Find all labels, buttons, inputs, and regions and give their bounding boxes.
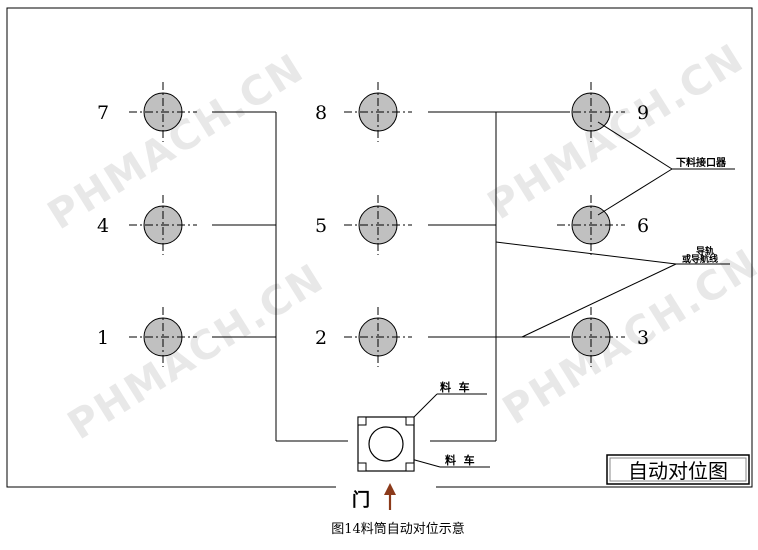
position-number-9: 9 bbox=[637, 102, 649, 124]
position-number-2: 2 bbox=[315, 327, 327, 349]
position-number-6: 6 bbox=[637, 215, 649, 237]
cart-corner-tl bbox=[357, 416, 367, 426]
position-number-8: 8 bbox=[315, 102, 327, 124]
cart-corner-tr bbox=[405, 416, 415, 426]
position-1 bbox=[129, 307, 197, 367]
figure-title-box bbox=[606, 454, 750, 485]
position-8 bbox=[344, 82, 412, 142]
cart-label-top: 料 车 bbox=[440, 380, 470, 394]
position-circles bbox=[129, 82, 625, 367]
position-5 bbox=[344, 195, 412, 255]
cart-corner-br bbox=[405, 462, 415, 472]
position-number-5: 5 bbox=[315, 215, 327, 237]
guide-rail-label-2: 或导航线 bbox=[682, 253, 718, 265]
figure-title-box-inner bbox=[609, 457, 747, 482]
position-number-3: 3 bbox=[637, 327, 649, 349]
position-numbers: 7 8 9 4 5 6 1 2 3 bbox=[97, 102, 649, 349]
door-label: 门 bbox=[352, 489, 370, 511]
figure-caption: 图14料筒自动对位示意 bbox=[331, 521, 465, 537]
position-7 bbox=[129, 82, 197, 142]
entry-arrow-head bbox=[384, 483, 396, 495]
leader-cart-top bbox=[413, 393, 438, 418]
cart-corner-bl bbox=[357, 462, 367, 472]
connection-lines bbox=[212, 111, 735, 468]
material-cart bbox=[357, 416, 415, 472]
position-4 bbox=[129, 195, 197, 255]
feed-port-label: 下料接口器 bbox=[676, 156, 727, 169]
cart-drum bbox=[368, 426, 404, 462]
guide-rail-label-1: 导轨 bbox=[696, 245, 714, 257]
position-6 bbox=[557, 195, 625, 255]
leader-rail-upper bbox=[495, 241, 677, 265]
figure-title: 自动对位图 bbox=[628, 459, 728, 483]
leader-rail-lower bbox=[521, 263, 677, 338]
position-3 bbox=[557, 307, 625, 367]
cart-label-bottom: 料 车 bbox=[445, 453, 475, 467]
position-number-7: 7 bbox=[97, 102, 109, 124]
leader-feed-6 bbox=[597, 168, 673, 216]
door-gap bbox=[336, 484, 436, 490]
outer-frame bbox=[6, 7, 753, 488]
position-2 bbox=[344, 307, 412, 367]
position-number-1: 1 bbox=[97, 327, 109, 349]
position-number-4: 4 bbox=[97, 215, 109, 237]
entry-arrow bbox=[384, 483, 396, 510]
leader-feed-9 bbox=[597, 121, 673, 170]
